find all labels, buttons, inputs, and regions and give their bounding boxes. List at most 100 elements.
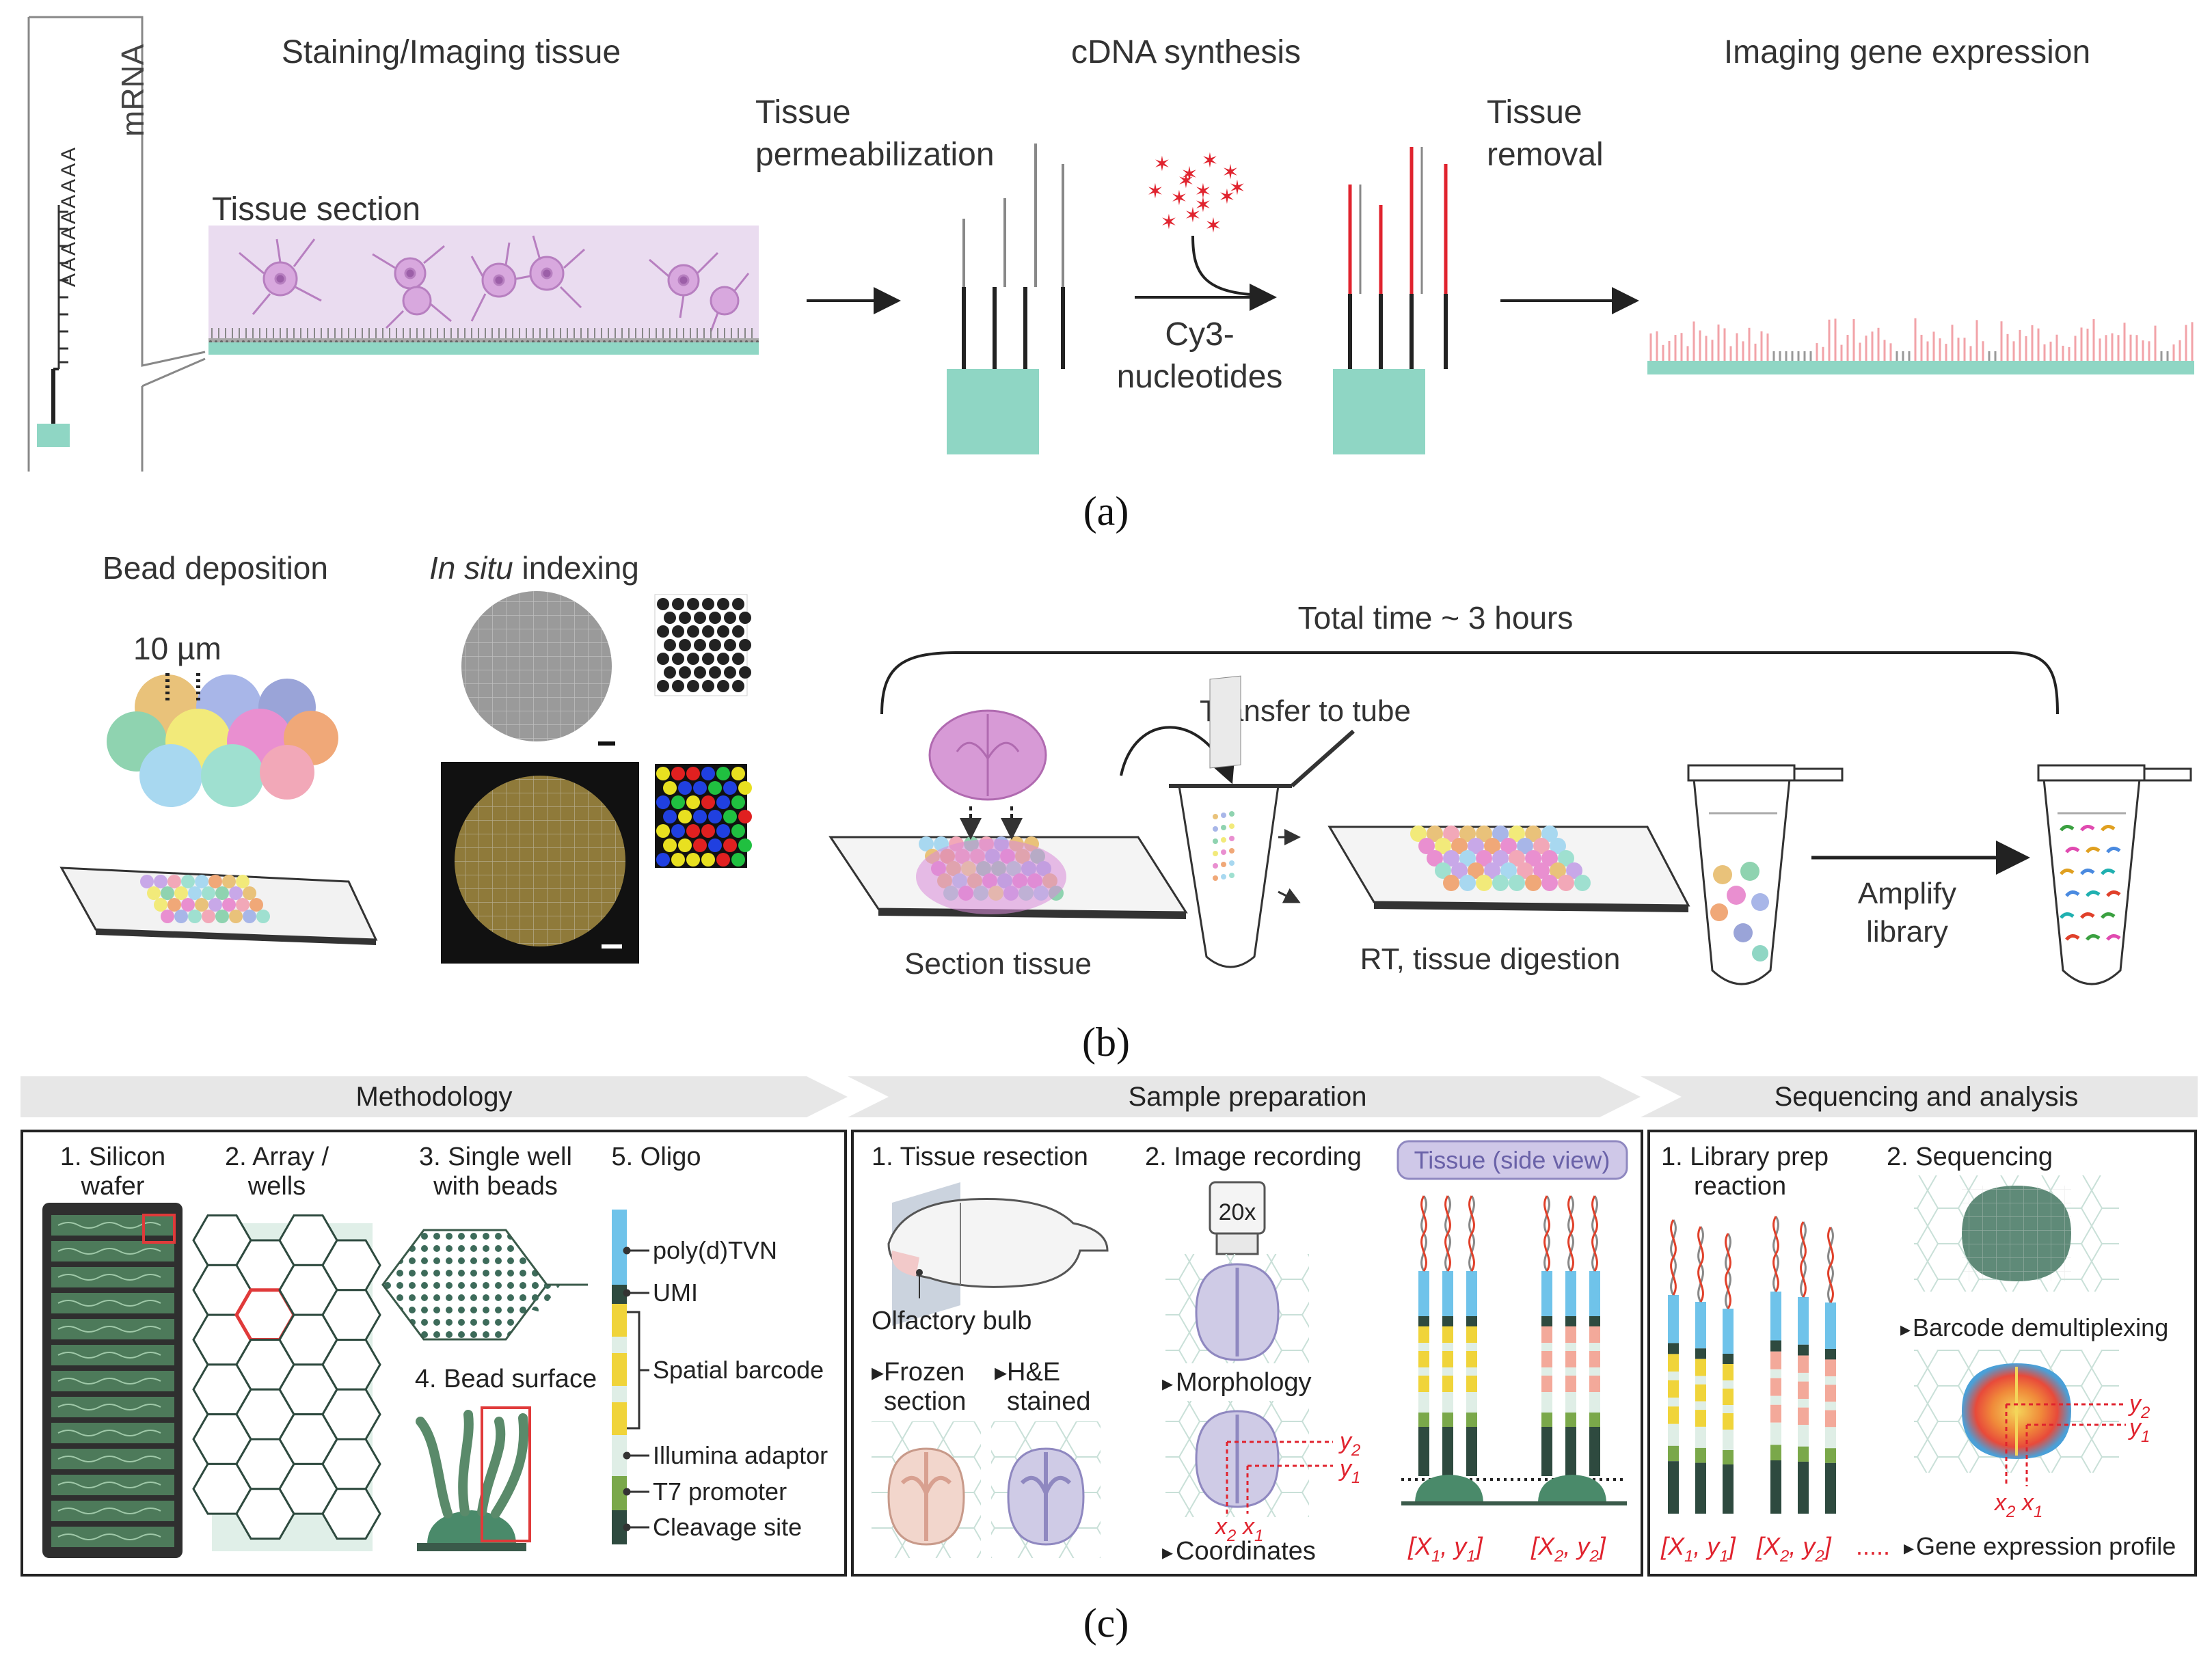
bead <box>709 612 721 624</box>
amplify-label-2: library <box>1866 915 1948 949</box>
oligo-segment <box>1442 1367 1453 1376</box>
oligo-segment <box>1466 1392 1477 1413</box>
oligo-segment <box>1798 1407 1809 1426</box>
fragment <box>2065 847 2080 854</box>
oligo-segment <box>1466 1427 1477 1476</box>
bead <box>656 795 670 809</box>
bead <box>739 666 751 679</box>
well <box>321 1488 381 1540</box>
oligo-segment <box>1723 1413 1734 1430</box>
bead <box>717 680 729 692</box>
bead <box>1213 851 1218 856</box>
svg-text:✶: ✶ <box>1146 180 1163 203</box>
demux-label: Barcode demultiplexing <box>1913 1313 2168 1341</box>
bead <box>731 853 745 867</box>
tube-2-beads <box>1710 862 1769 961</box>
oligo-segment <box>1565 1427 1576 1476</box>
seq-brain <box>1962 1186 2071 1281</box>
bead <box>686 767 700 780</box>
bead <box>672 653 684 665</box>
banner-sequencing <box>1641 1076 2198 1117</box>
svg-text:✶: ✶ <box>1228 177 1245 200</box>
bead <box>919 836 934 851</box>
oligo-segment <box>1589 1392 1600 1413</box>
poly-a-strand: AAAAAAAAA <box>57 146 80 287</box>
bead <box>256 910 270 923</box>
oligo-segment <box>1798 1461 1809 1514</box>
olfactory-label: Olfactory bulb <box>872 1307 1031 1335</box>
bead <box>1525 850 1541 867</box>
bead <box>732 680 744 692</box>
bead <box>1541 826 1558 842</box>
expression-slide <box>1647 361 2194 374</box>
wafer-row <box>51 1475 174 1495</box>
bead <box>709 666 721 679</box>
oligo-segment <box>1466 1271 1477 1316</box>
cy3-stars: ✶✶✶✶ ✶✶✶✶ ✶✶✶✶ ✶✶ <box>1146 150 1245 237</box>
library-prep-label-1: 1. Library prep <box>1661 1143 1829 1171</box>
oligo-segment <box>1541 1326 1552 1343</box>
oligo-segment <box>1541 1413 1552 1427</box>
gene-profile-bullet: ▸ <box>1904 1537 1914 1559</box>
oligo-segment <box>1418 1413 1429 1427</box>
oligo-segment <box>1565 1376 1576 1392</box>
bead <box>694 612 706 624</box>
indexing-text: indexing <box>513 550 639 586</box>
bead <box>1435 838 1451 854</box>
svg-text:✶: ✶ <box>1181 163 1198 186</box>
oligo-segment <box>1442 1351 1453 1367</box>
oligo-segment <box>1565 1413 1576 1427</box>
box-methodology <box>21 1130 847 1577</box>
oligo-segment <box>1770 1369 1781 1378</box>
bead <box>1500 862 1517 879</box>
bead <box>671 795 685 809</box>
bead <box>222 898 236 912</box>
wafer-row <box>51 1371 174 1391</box>
oligo-segment <box>1418 1367 1429 1376</box>
oligo-segment <box>1466 1343 1477 1351</box>
svg-text:✶: ✶ <box>1194 180 1211 203</box>
mouse-brain <box>887 1182 1109 1326</box>
title-staining: Staining/Imaging tissue <box>282 34 621 70</box>
oligo-segment <box>1442 1326 1453 1343</box>
fragment <box>2106 890 2121 897</box>
oligo-segment <box>1589 1351 1600 1367</box>
svg-text:✶: ✶ <box>1160 211 1177 234</box>
wafer-row <box>51 1501 174 1521</box>
bead <box>1229 811 1235 817</box>
bead <box>693 781 707 795</box>
oligo-segment <box>1589 1326 1600 1343</box>
oligo-segment <box>1418 1376 1429 1392</box>
bead <box>686 824 700 838</box>
fragment <box>2080 912 2095 919</box>
bead <box>664 612 676 624</box>
oligo-segment <box>1825 1302 1836 1349</box>
rt-slide-beads <box>1410 826 1591 891</box>
mrna-label: mRNA <box>115 44 150 137</box>
bead <box>181 898 195 912</box>
oligo-segment <box>1565 1351 1576 1367</box>
wafer-highlight <box>142 1214 176 1244</box>
inset-frame <box>27 16 206 472</box>
oligo-segment <box>1798 1372 1809 1382</box>
bead <box>167 875 181 888</box>
oligo-segment <box>1466 1351 1477 1367</box>
caption-b: (b) <box>1082 1020 1130 1065</box>
oligo-part-t7: T7 promoter <box>653 1477 787 1505</box>
bead <box>1451 838 1468 854</box>
rt-label: RT, tissue digestion <box>1360 942 1621 976</box>
bead-size-label: 10 µm <box>133 631 221 666</box>
oligo-segment <box>1418 1271 1429 1316</box>
oligo-segment <box>1770 1292 1781 1341</box>
he-label-2: stained <box>1007 1387 1091 1416</box>
bead <box>663 781 677 795</box>
bead-deposition-label: Bead deposition <box>103 550 328 586</box>
oligo-segment <box>1418 1427 1429 1476</box>
morphology-brain <box>1195 1263 1280 1361</box>
bead-cluster <box>107 674 338 807</box>
oligo-segment <box>1723 1464 1734 1514</box>
oligo-segment <box>1798 1398 1809 1408</box>
bead <box>1533 838 1550 854</box>
bead <box>657 680 669 692</box>
coordinates-brain <box>1195 1410 1333 1514</box>
